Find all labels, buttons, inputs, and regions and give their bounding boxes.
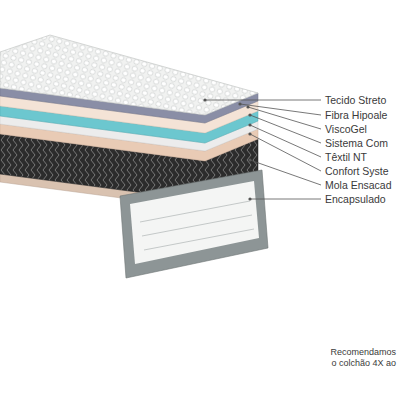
- part-label: Sistema Com: [325, 137, 388, 150]
- part-label: Confort Syste: [325, 165, 389, 178]
- part-label: Mola Ensacad: [325, 179, 392, 192]
- part-label: Fibra Hipoale: [325, 109, 387, 122]
- part-label: Têxtil NT: [325, 151, 367, 164]
- quilted-top: [0, 35, 258, 115]
- encapsulated-inner: [130, 181, 259, 264]
- note-text: Recomendamos o colchão 4X ao: [325, 347, 396, 370]
- part-label: Encapsulado: [325, 193, 386, 206]
- panel-stitch: [140, 201, 254, 250]
- leader-dots: [203, 98, 251, 200]
- leader-lines: [205, 100, 321, 199]
- encapsulated-panel: [120, 170, 268, 278]
- part-label: ViscoGel: [325, 123, 367, 136]
- part-label: Tecido Streto: [325, 94, 386, 107]
